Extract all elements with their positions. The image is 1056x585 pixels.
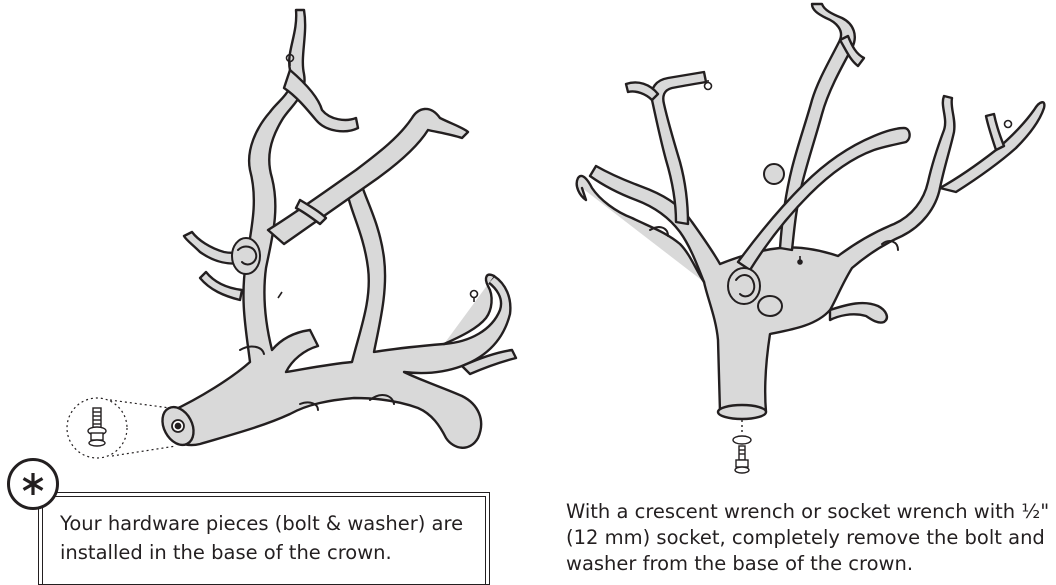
right-crown-branch: [577, 4, 1045, 419]
hardware-callout: [67, 398, 176, 458]
removed-bolt-washer: [733, 420, 751, 473]
note-badge: [7, 458, 59, 510]
left-crown-branch: [156, 10, 516, 450]
asterisk-icon: [20, 471, 46, 497]
instruction-caption: With a crescent wrench or socket wrench …: [566, 499, 1054, 577]
hardware-note-text: Your hardware pieces (bolt & washer) are…: [60, 509, 490, 567]
left-base-bolt-end: [172, 420, 184, 432]
